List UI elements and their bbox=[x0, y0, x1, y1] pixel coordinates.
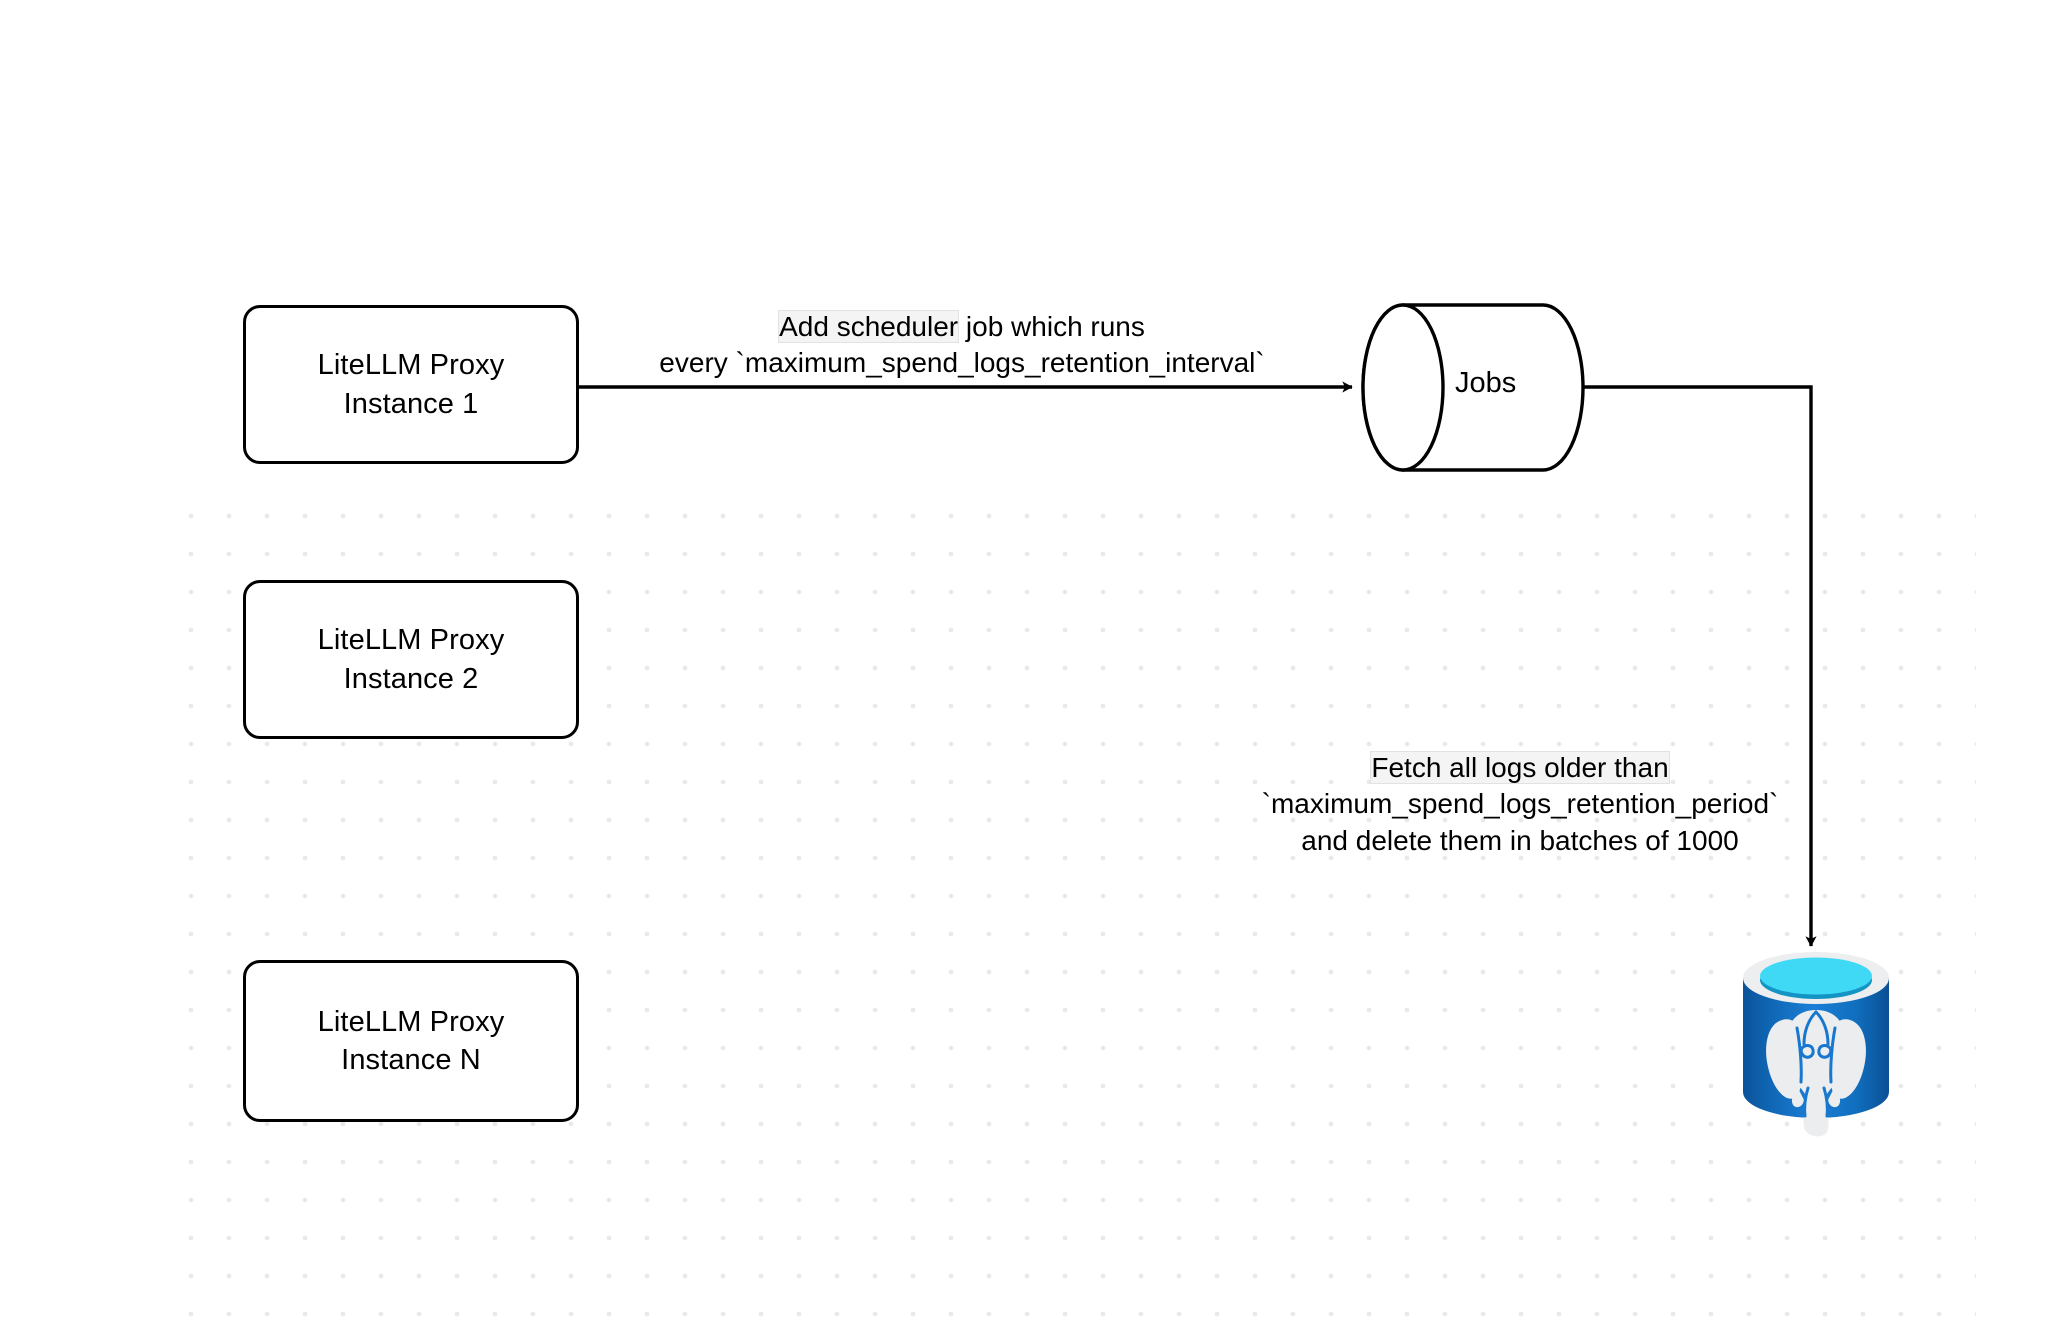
edge-label-line-3: and delete them in batches of 1000 bbox=[1301, 824, 1739, 856]
edge-label-line-2: `maximum_spend_logs_retention_period` bbox=[1261, 788, 1779, 820]
jobs-cylinder bbox=[1361, 303, 1585, 472]
postgres-database-icon bbox=[1743, 952, 1889, 1137]
jobs-cylinder-cap bbox=[1361, 303, 1445, 472]
edge-label-highlight: Fetch all logs older than bbox=[1370, 751, 1670, 784]
edge-label-line-1: Fetch all logs older than bbox=[1240, 750, 1800, 786]
edge-label-line-1: Add scheduler job which runs bbox=[612, 309, 1312, 345]
edge-label-fetch-and-delete-logs: Fetch all logs older than `maximum_spend… bbox=[1240, 750, 1800, 859]
postgres-elephant-detail bbox=[1795, 1010, 1837, 1118]
postgres-elephant-glyph bbox=[1766, 1010, 1866, 1137]
postgres-liquid-top bbox=[1760, 957, 1872, 995]
edge-label-line-2: every `maximum_spend_logs_retention_inte… bbox=[659, 347, 1265, 379]
node-jobs-label: Jobs bbox=[1455, 367, 1517, 399]
edge-label-highlight: Add scheduler bbox=[778, 310, 960, 343]
edge-label-rest: job which runs bbox=[958, 311, 1145, 342]
arrow-jobs-to-postgres bbox=[1583, 385, 1817, 947]
connector-jobs-to-postgres bbox=[1583, 385, 1817, 947]
edge-label-add-scheduler-job: Add scheduler job which runs every `maxi… bbox=[612, 309, 1312, 382]
